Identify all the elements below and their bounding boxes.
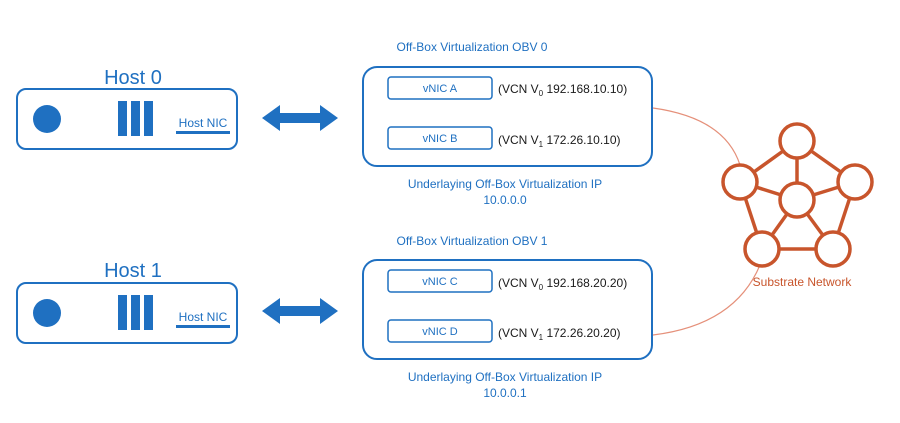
obv-0-ip-value: 10.0.0.0 [483, 193, 527, 207]
host-0: Host 0 Host NIC [16, 67, 238, 150]
substrate-network-icon [721, 122, 874, 268]
host-0-memory-icon [118, 101, 153, 136]
host-0-title: Host 0 [104, 67, 162, 89]
substrate-network-label: Substrate Network [753, 275, 853, 289]
vnic-a-box [387, 76, 493, 100]
host-0-nic-label: Host NIC [179, 116, 228, 130]
obv-1-ip-caption: Underlaying Off-Box Virtualization IP [408, 370, 602, 384]
vnic-d-label: vNIC D [422, 326, 458, 338]
vnic-c-vcn: (VCN V0 192.168.20.20) [498, 276, 627, 292]
obv-0: Off-Box Virtualization OBV 0 vNIC A (VCN… [362, 40, 653, 207]
vnic-d-box [387, 319, 493, 343]
host-1-title: Host 1 [104, 260, 162, 282]
vnic-a-label: vNIC A [423, 83, 458, 95]
host-1-memory-icon [118, 295, 153, 330]
vnic-a-vcn: (VCN V0 192.168.10.10) [498, 82, 627, 98]
host-0-nic-bar [176, 131, 230, 134]
host-1-disk-icon [33, 299, 61, 327]
host-1-nic-bar [176, 325, 230, 328]
obv-1: Off-Box Virtualization OBV 1 vNIC C (VCN… [362, 234, 653, 400]
vnic-d-vcn: (VCN V1 172.26.20.20) [498, 326, 621, 342]
vnic-c-label: vNIC C [422, 276, 458, 288]
obv-0-title: Off-Box Virtualization OBV 0 [397, 40, 548, 54]
host-1-nic-label: Host NIC [179, 310, 228, 324]
obv-1-ip-value: 10.0.0.1 [483, 386, 527, 400]
double-arrow-icon [262, 298, 338, 324]
obv-1-title: Off-Box Virtualization OBV 1 [397, 234, 548, 248]
double-arrow-icon [262, 105, 338, 131]
vnic-b-label: vNIC B [423, 133, 458, 145]
connector-obv-0-to-substrate [652, 107, 741, 166]
obv-0-ip-caption: Underlaying Off-Box Virtualization IP [408, 177, 602, 191]
vnic-c-box [387, 269, 493, 293]
vnic-b-box [387, 126, 493, 150]
connector-obv-1-to-substrate [652, 264, 761, 336]
vnic-b-vcn: (VCN V1 172.26.10.10) [498, 133, 621, 149]
host-1: Host 1 Host NIC [16, 260, 238, 344]
host-0-disk-icon [33, 105, 61, 133]
